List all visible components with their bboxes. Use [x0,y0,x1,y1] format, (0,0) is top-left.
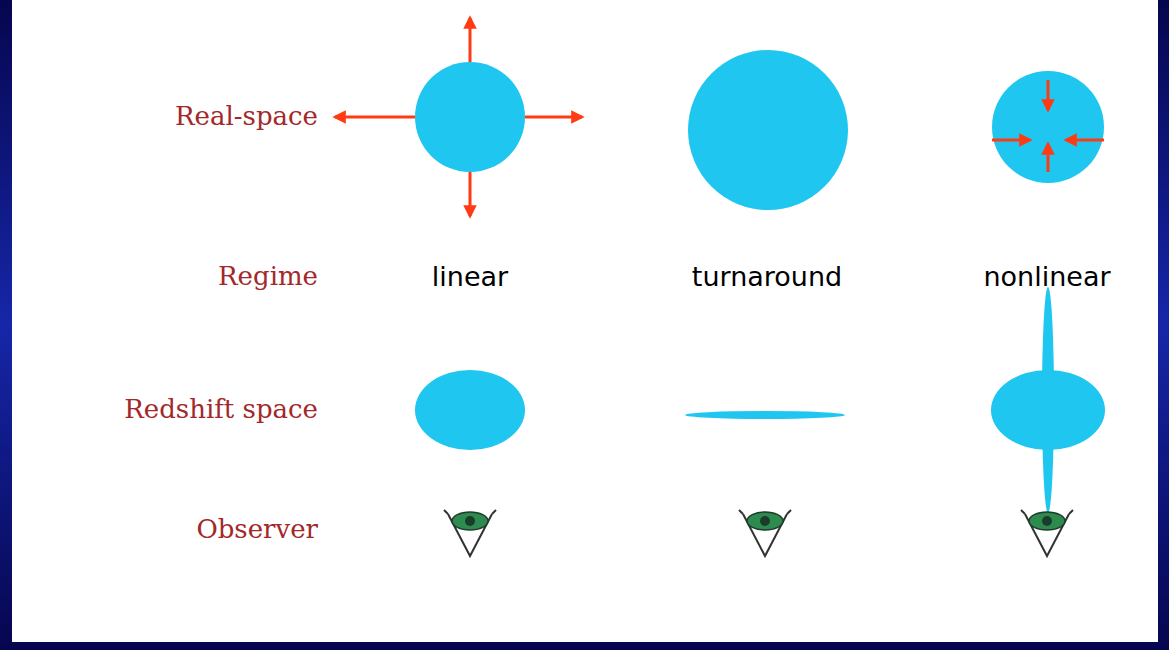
turnaround-sphere [688,50,848,210]
collapse-arrows [992,80,1104,172]
observer-eye [739,510,791,556]
row-heading-box: Redshift space [124,394,318,425]
regime-name-box: turnaround [692,261,842,293]
regime-name-box: nonlinear [983,261,1110,293]
expanding-sphere [415,62,525,172]
collapsing-sphere [992,71,1104,183]
row-heading: Observer [196,514,318,545]
observer-eye [1021,510,1073,556]
squashed-ellipse [415,370,525,450]
row-heading-box: Observer [196,514,318,545]
regime-name: nonlinear [983,261,1110,293]
regime-name: turnaround [692,261,842,293]
white-panel [12,0,1158,642]
regime-name: linear [432,261,508,293]
finger-of-god [1042,287,1054,513]
row-heading: Redshift space [124,394,318,425]
flattened-ellipse [685,411,845,419]
row-heading: Regime [218,261,318,292]
regime-name-box: linear [432,261,508,293]
row-heading-box: Regime [218,261,318,292]
row-heading-box: Real-space [175,101,318,132]
row-heading: Real-space [175,101,318,132]
observer-eye [444,510,496,556]
expansion-arrows [335,18,582,216]
